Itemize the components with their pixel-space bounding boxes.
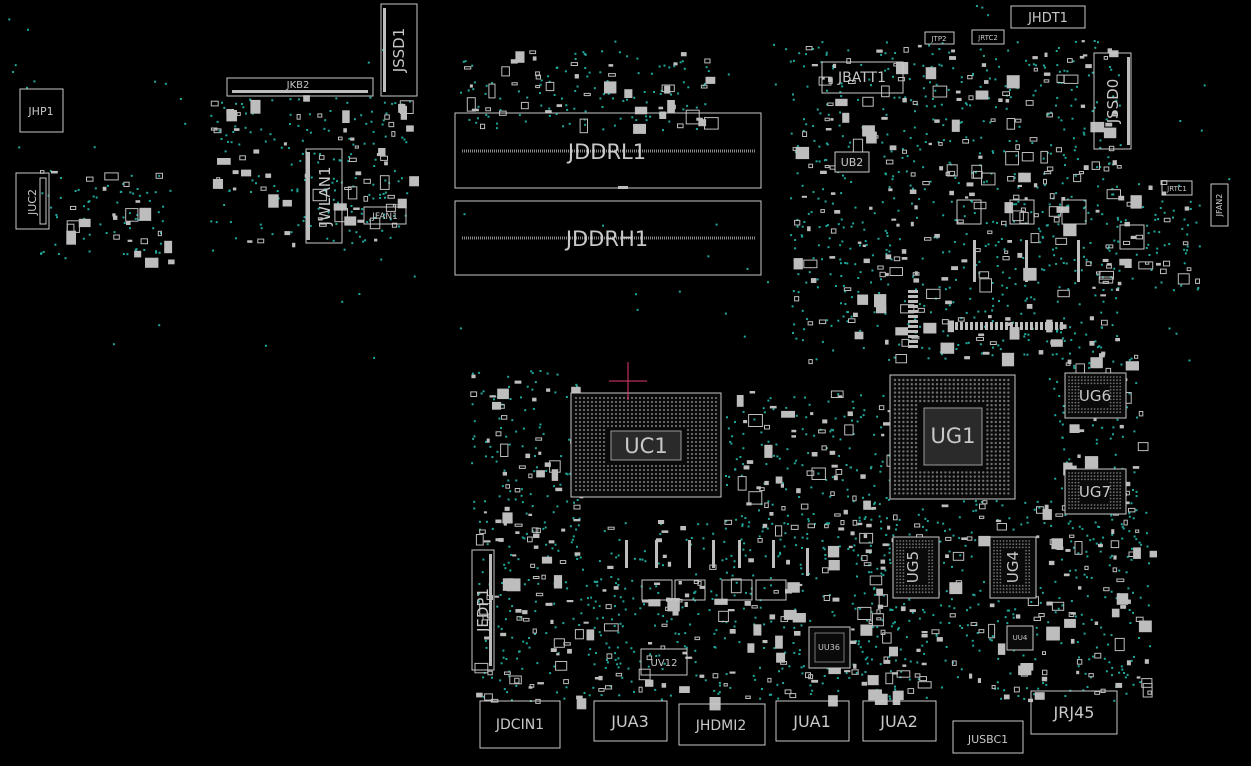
component-ug7[interactable]: UG7: [1064, 468, 1127, 515]
label-ug7: UG7: [1079, 483, 1111, 501]
component-jfan1[interactable]: JFAN1: [363, 206, 407, 225]
component-jfan2[interactable]: JFAN2: [1210, 183, 1229, 227]
component-ub2[interactable]: UB2: [834, 151, 870, 173]
label-jdcin1: JDCIN1: [495, 717, 544, 733]
component-jrtc1[interactable]: JRTC1: [1161, 180, 1193, 196]
component-jssd1[interactable]: JSSD1: [380, 3, 418, 97]
label-jddrh1: JDDRH1: [564, 227, 648, 251]
label-jhp1: JHP1: [27, 105, 53, 118]
component-jua2[interactable]: JUA2: [862, 700, 937, 742]
label-jwlan1: JWLAN1: [316, 167, 334, 227]
component-jua1[interactable]: JUA1: [775, 700, 850, 742]
component-jbatt1[interactable]: JBATT1: [821, 61, 904, 94]
via-layer: [8, 5, 1231, 702]
component-jedp1[interactable]: JEDP1: [471, 549, 495, 671]
label-jssd1: JSSD1: [390, 28, 408, 74]
component-jhdmi2[interactable]: JHDMI2: [678, 703, 766, 746]
component-uv12[interactable]: UV12: [640, 648, 688, 676]
component-jrj45[interactable]: JRJ45: [1030, 690, 1118, 735]
label-jhdmi2: JHDMI2: [695, 718, 747, 734]
bga-pads-ug7: [1068, 472, 1122, 510]
label-jua3: JUA3: [610, 712, 649, 731]
component-jusbc1[interactable]: JUSBC1: [952, 720, 1024, 754]
label-uu4: UU4: [1013, 634, 1028, 642]
label-ug5: UG5: [904, 551, 922, 583]
label-jedp1: JEDP1: [474, 588, 492, 633]
component-uu4[interactable]: UU4: [1006, 625, 1034, 651]
small-component-layer: [40, 40, 1200, 711]
label-jrtc2: JRTC2: [977, 34, 998, 42]
label-jrtc1: JRTC1: [1166, 185, 1187, 193]
component-juc2[interactable]: JUC2: [15, 172, 50, 230]
label-jtp2: JTP2: [930, 35, 946, 43]
label-jkb2: JKB2: [286, 80, 310, 91]
label-jrj45: JRJ45: [1053, 703, 1095, 722]
bga-pads-uc1: [574, 396, 718, 492]
cursor-crosshair: [609, 362, 647, 400]
component-jkb2[interactable]: JKB2: [226, 77, 374, 97]
label-uc1: UC1: [624, 434, 667, 458]
label-jusbc1: JUSBC1: [967, 733, 1008, 746]
label-jfan2: JFAN2: [1215, 194, 1224, 218]
component-jddrh1[interactable]: JDDRH1: [454, 200, 762, 276]
bga-pads-ug1: [893, 378, 1010, 495]
label-ug1: UG1: [930, 424, 975, 448]
component-jdcin1[interactable]: JDCIN1: [479, 700, 561, 749]
component-jddrl1[interactable]: JDDRL1: [454, 112, 762, 189]
label-jua1: JUA1: [792, 712, 831, 731]
label-jddrl1: JDDRL1: [566, 140, 646, 164]
component-ug6[interactable]: UG6: [1064, 372, 1127, 419]
label-juc2: JUC2: [26, 189, 39, 216]
label-uv12: UV12: [651, 658, 678, 669]
bga-pads-ug5: [896, 540, 934, 594]
component-ug4[interactable]: UG4: [989, 536, 1037, 599]
label-ug6: UG6: [1079, 387, 1111, 405]
label-uu36: UU36: [818, 643, 840, 652]
component-ug5[interactable]: UG5: [892, 536, 940, 599]
label-ub2: UB2: [841, 156, 864, 169]
label-jssd0: JSSD0: [1104, 79, 1122, 125]
component-jtp2[interactable]: JTP2: [924, 31, 955, 45]
component-uc1[interactable]: UC1: [570, 392, 722, 498]
label-jhdt1: JHDT1: [1027, 11, 1068, 26]
component-jhp1[interactable]: JHP1: [19, 88, 64, 133]
component-uu36[interactable]: UU36: [808, 626, 851, 669]
label-ug4: UG4: [1004, 551, 1022, 583]
component-jwlan1[interactable]: JWLAN1: [305, 148, 343, 244]
component-jhdt1[interactable]: JHDT1: [1010, 5, 1086, 29]
bga-pads-ug4: [993, 540, 1031, 594]
component-jssd0[interactable]: JSSD0: [1093, 52, 1132, 150]
component-jrtc2[interactable]: JRTC2: [971, 29, 1005, 45]
label-jfan1: JFAN1: [371, 212, 398, 222]
component-ug1[interactable]: UG1: [889, 374, 1016, 500]
label-jbatt1: JBATT1: [837, 70, 886, 86]
label-jua2: JUA2: [879, 712, 918, 731]
bga-pads-ug6: [1068, 376, 1122, 414]
component-jua3[interactable]: JUA3: [593, 700, 668, 742]
